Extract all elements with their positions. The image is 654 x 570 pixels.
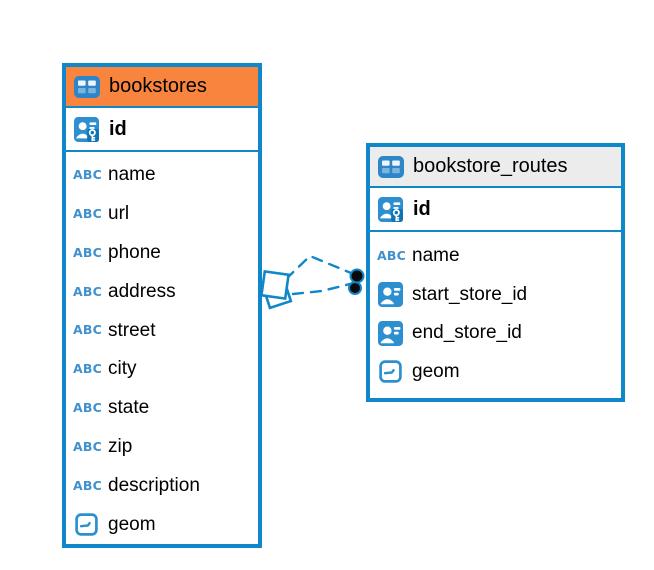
entity-table-bookstore-routes[interactable]: bookstore_routes id ABC name — [366, 143, 625, 402]
column-row-geom[interactable]: geom — [66, 505, 258, 544]
column-name: description — [108, 474, 200, 496]
table-icon — [74, 74, 100, 100]
column-name: state — [108, 397, 150, 419]
primary-key-icon — [377, 196, 403, 222]
text-type-icon: ABC — [377, 248, 406, 263]
relationship-line-upper[interactable] — [284, 254, 353, 281]
text-type-icon: ABC — [73, 205, 102, 221]
column-row-address[interactable]: ABC address — [66, 272, 258, 311]
text-type-icon: ABC — [73, 399, 102, 415]
table-icon — [378, 154, 404, 180]
column-name: start_store_id — [412, 283, 528, 305]
relationship-line-lower[interactable] — [291, 282, 352, 296]
column-name: zip — [108, 435, 133, 457]
column-name: city — [108, 358, 137, 380]
text-type-icon: ABC — [73, 283, 102, 299]
geometry-type-icon — [73, 512, 99, 538]
column-name: id — [109, 117, 127, 140]
column-list: ABC name start_store_id — [370, 232, 621, 391]
column-row-start-store-id[interactable]: start_store_id — [370, 276, 621, 315]
column-row-name[interactable]: ABC name — [66, 156, 258, 195]
relationship-bookstores-to-bookstore-routes[interactable] — [259, 254, 365, 310]
person-reference-icon — [377, 282, 403, 308]
column-name: end_store_id — [412, 322, 522, 344]
column-row-id[interactable]: id — [370, 188, 621, 232]
relationship-diamond-marker — [259, 269, 291, 301]
table-title: bookstores — [109, 75, 207, 97]
column-row-state[interactable]: ABC state — [66, 389, 258, 428]
column-row-city[interactable]: ABC city — [66, 350, 258, 389]
column-name: name — [412, 245, 460, 267]
table-title: bookstore_routes — [413, 155, 568, 177]
column-row-name[interactable]: ABC name — [370, 237, 621, 276]
text-type-icon: ABC — [73, 477, 102, 493]
column-row-description[interactable]: ABC description — [66, 466, 258, 505]
column-name: phone — [108, 241, 161, 263]
column-name: url — [108, 203, 130, 225]
table-header-bookstores[interactable]: bookstores — [66, 67, 258, 108]
entity-table-bookstores[interactable]: bookstores id ABC name ABC ur — [62, 63, 262, 548]
column-name: address — [108, 280, 176, 302]
column-row-id[interactable]: id — [66, 108, 258, 152]
geometry-type-icon — [377, 359, 403, 385]
text-type-icon: ABC — [73, 322, 102, 338]
relationship-dot-marker — [348, 281, 362, 295]
column-row-phone[interactable]: ABC phone — [66, 234, 258, 273]
column-name: geom — [108, 513, 156, 535]
person-reference-icon — [377, 320, 403, 346]
column-row-end-store-id[interactable]: end_store_id — [370, 314, 621, 353]
text-type-icon: ABC — [73, 438, 102, 454]
column-name: id — [413, 197, 431, 220]
primary-key-icon — [73, 116, 99, 142]
column-row-url[interactable]: ABC url — [66, 195, 258, 234]
column-name: name — [108, 164, 156, 186]
column-name: geom — [412, 360, 460, 382]
column-row-street[interactable]: ABC street — [66, 311, 258, 350]
column-row-geom[interactable]: geom — [370, 353, 621, 392]
column-name: street — [108, 319, 156, 341]
relationship-dot-marker — [349, 268, 365, 284]
text-type-icon: ABC — [73, 361, 102, 377]
table-header-bookstore-routes[interactable]: bookstore_routes — [370, 147, 621, 188]
text-type-icon: ABC — [73, 244, 102, 260]
text-type-icon: ABC — [73, 167, 102, 183]
column-list: ABC name ABC url ABC phone ABC address A… — [66, 152, 258, 544]
column-row-zip[interactable]: ABC zip — [66, 428, 258, 467]
